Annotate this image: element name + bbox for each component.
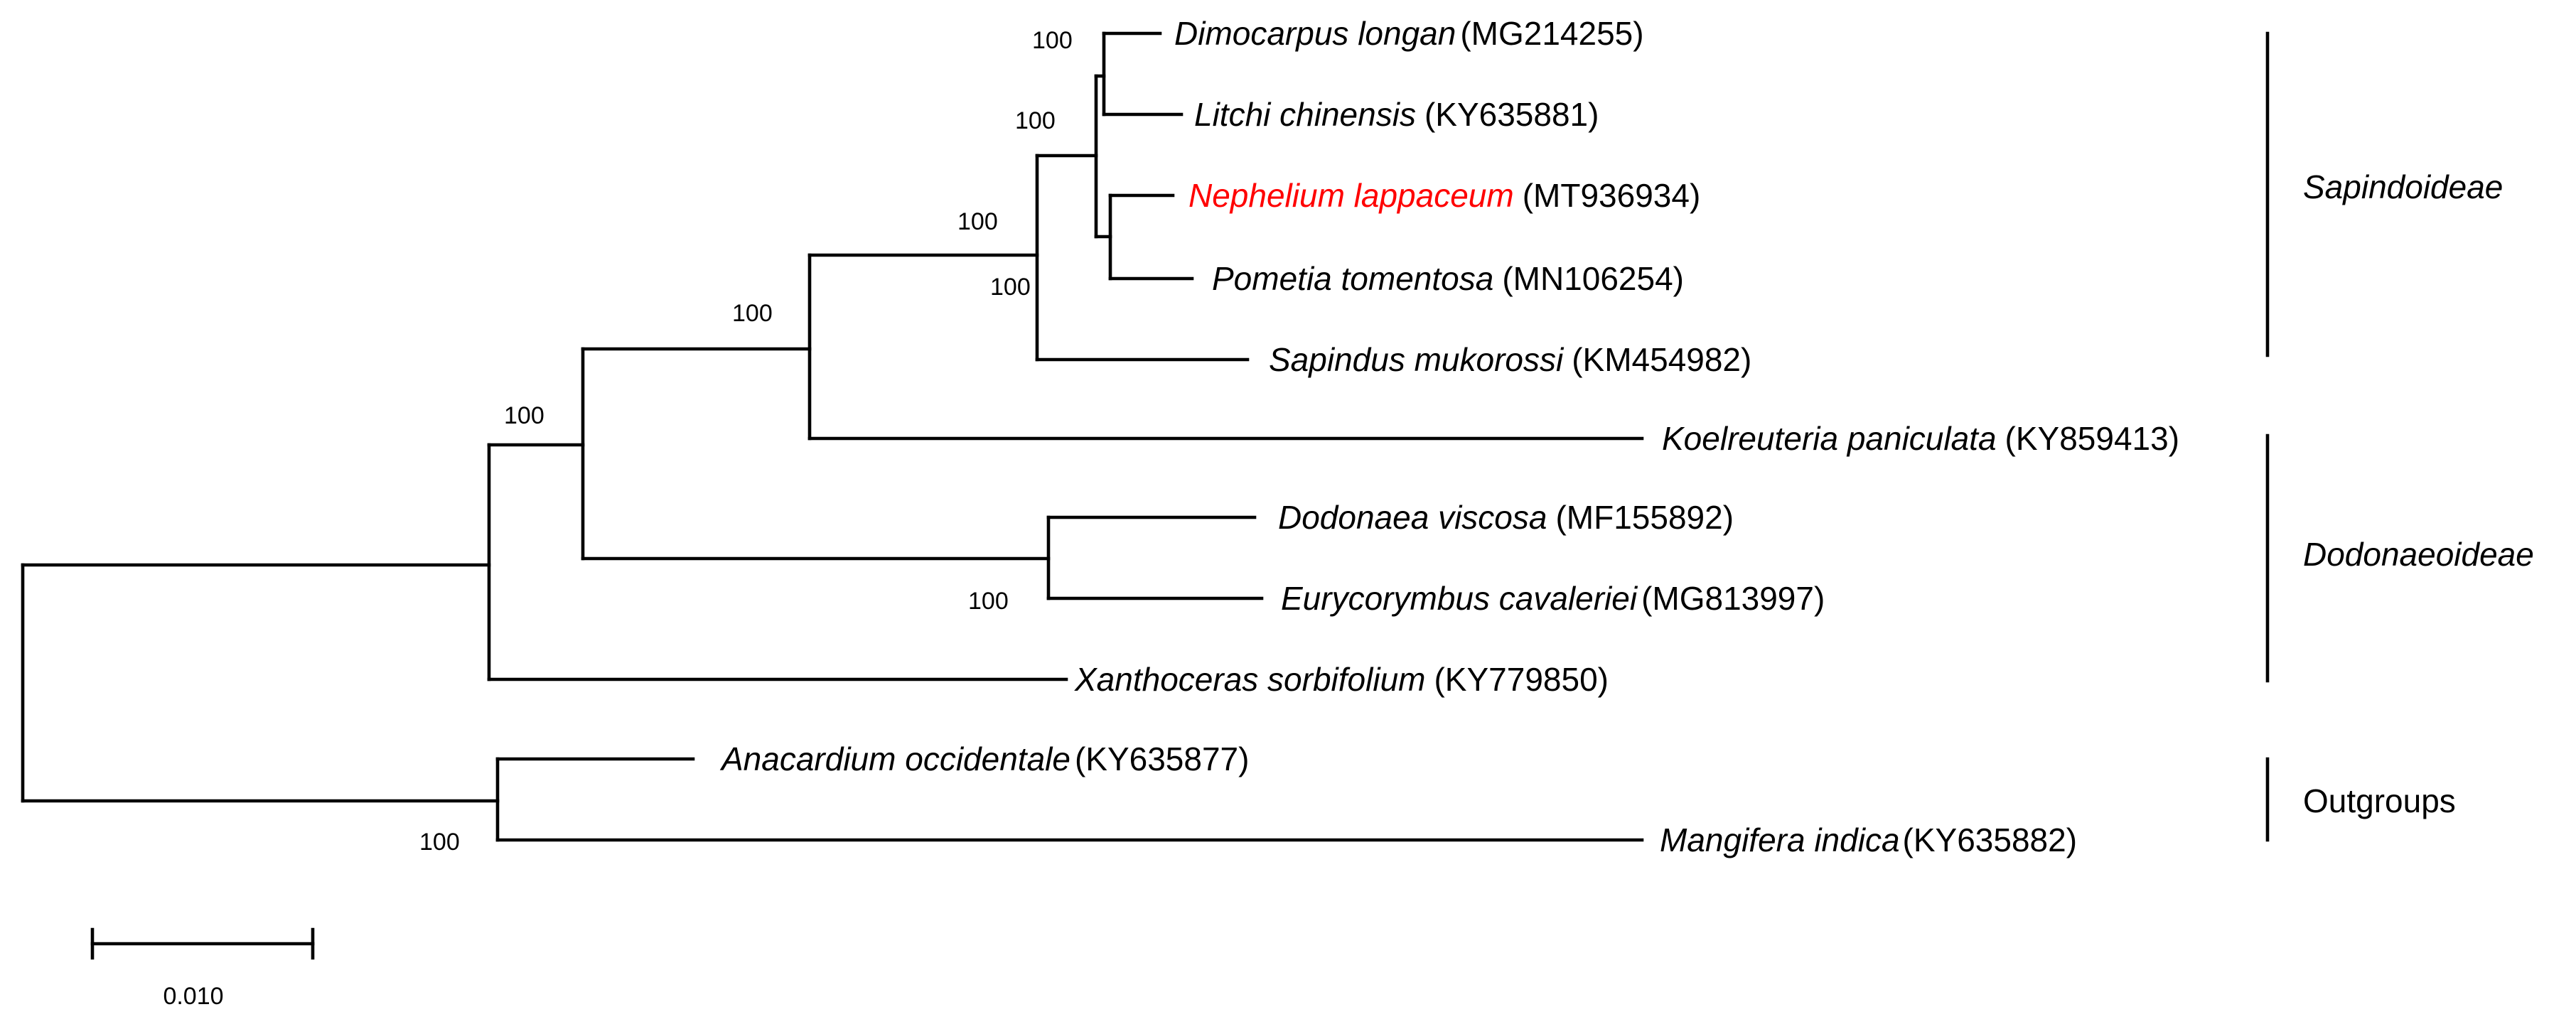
taxon-label: Litchi chinensis(KY635881) [1194, 96, 1599, 133]
bootstrap-value: 100 [504, 402, 544, 429]
taxon-label: Dimocarpus longan(MG214255) [1174, 15, 1644, 52]
taxon-label-highlighted: Nephelium lappaceum(MT936934) [1188, 177, 1700, 214]
bootstrap-value: 100 [732, 300, 773, 327]
bootstrap-value: 100 [968, 588, 1009, 615]
bootstrap-values: 100 100 100 100 100 100 100 100 [419, 27, 1073, 856]
bootstrap-value: 100 [1032, 27, 1073, 54]
taxon-label: Mangifera indica(KY635882) [1660, 821, 2077, 858]
clade-label-dodonaeoideae: Dodonaeoideae [2303, 536, 2534, 573]
clade-brackets: Sapindoideae Dodonaeoideae Outgroups [2265, 31, 2534, 842]
bootstrap-value: 100 [1015, 107, 1056, 134]
scale-bar-label: 0.010 [163, 983, 223, 1010]
bootstrap-value: 100 [419, 829, 460, 856]
taxon-labels: Dimocarpus longan(MG214255) Litchi chine… [719, 15, 2179, 858]
clade-label-sapindoideae: Sapindoideae [2303, 168, 2503, 205]
taxon-label: Eurycorymbus cavaleriei(MG813997) [1281, 580, 1825, 617]
tree-branches [21, 31, 1644, 842]
bootstrap-value: 100 [957, 208, 998, 235]
bootstrap-value: 100 [990, 274, 1031, 301]
taxon-label: Dodonaea viscosa(MF155892) [1278, 499, 1734, 536]
clade-label-outgroups: Outgroups [2303, 782, 2456, 819]
taxon-label: Sapindus mukorossi(KM454982) [1269, 341, 1751, 378]
scale-bar: 0.010 [90, 927, 315, 1010]
taxon-label: Xanthoceras sorbifolium(KY779850) [1074, 661, 1609, 698]
taxon-label: Anacardium occidentale(KY635877) [719, 740, 1249, 777]
taxon-label: Pometia tomentosa(MN106254) [1212, 260, 1684, 297]
taxon-label: Koelreuteria paniculata(KY859413) [1662, 420, 2179, 457]
